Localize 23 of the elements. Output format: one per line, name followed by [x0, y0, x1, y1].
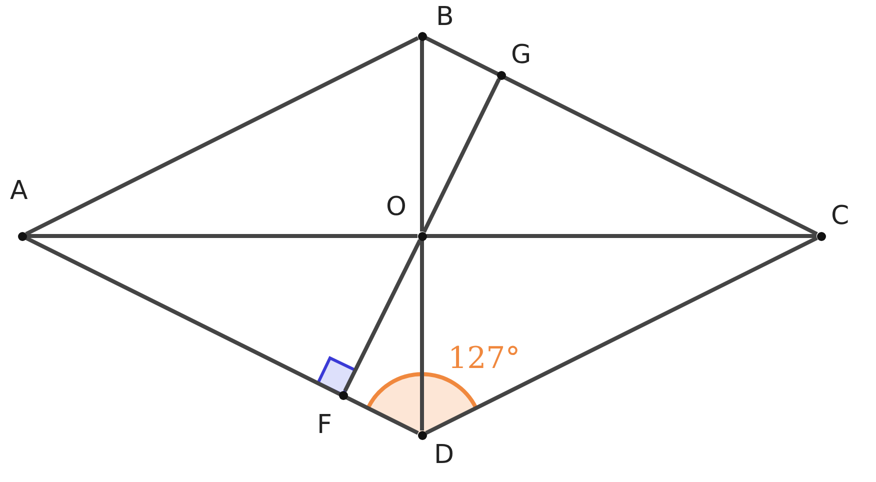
point-label: D: [434, 442, 454, 468]
line-segment: [425, 36, 818, 236]
line-segment: [25, 236, 419, 435]
line-segment: [422, 78, 501, 233]
point-label: A: [10, 178, 28, 204]
line-segment: [420, 40, 424, 232]
angle-label: 127°: [448, 344, 520, 374]
point-label: F: [317, 412, 332, 438]
point: [418, 32, 426, 40]
line-segment: [420, 240, 424, 430]
point-label: G: [511, 42, 532, 68]
point-label: B: [436, 4, 454, 30]
point-label: C: [831, 203, 850, 229]
point: [418, 232, 426, 240]
point-label: O: [386, 194, 406, 220]
point: [496, 70, 506, 80]
line-segment: [426, 234, 816, 238]
line-segment: [25, 36, 419, 236]
line-segment: [26, 234, 418, 238]
line-segment: [425, 236, 818, 435]
line-segment: [343, 239, 422, 392]
point: [18, 232, 26, 240]
point: [816, 232, 826, 240]
